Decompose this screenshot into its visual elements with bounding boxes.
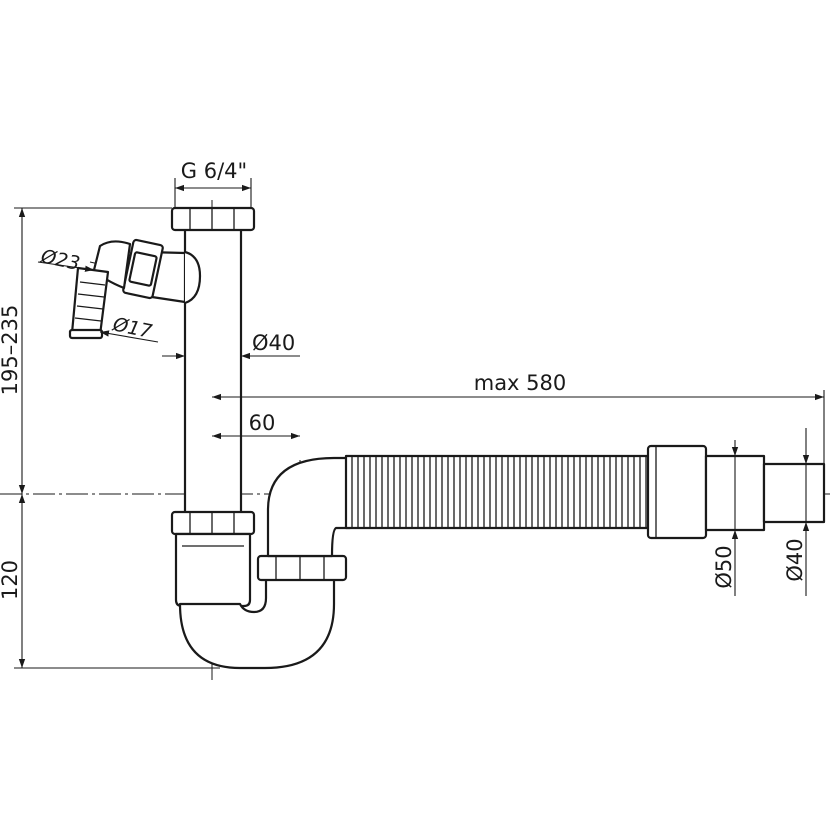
total-height-label: 195–235	[0, 305, 22, 396]
side-inlet	[68, 238, 202, 340]
inlet-inner-label: Ø17	[110, 313, 154, 343]
right-nut	[256, 554, 348, 582]
thread-label: G 6/4"	[181, 159, 247, 183]
dim-inlet-inner: Ø17	[99, 313, 159, 343]
u-bend	[178, 558, 336, 670]
vertical-pipe-label: Ø40	[252, 331, 295, 355]
dim-total-height: 195–235	[0, 207, 172, 494]
elbow	[266, 456, 352, 558]
outlet-outer-label: Ø50	[712, 545, 736, 588]
offset-label: 60	[249, 411, 276, 435]
outlet-adapter	[646, 444, 826, 540]
top-nut	[170, 206, 256, 232]
flexible-hose	[344, 454, 654, 530]
dim-offset: 60	[212, 411, 300, 440]
dim-max-length: max 580	[212, 371, 825, 464]
dim-outlet-inner: Ø40	[783, 428, 810, 596]
dim-thread: G 6/4"	[174, 159, 252, 208]
outlet-inner-label: Ø40	[783, 538, 807, 581]
trap-cup	[174, 532, 252, 608]
dim-bottom-height: 120	[0, 494, 220, 669]
max-length-label: max 580	[474, 371, 567, 395]
dim-vertical-pipe: Ø40	[162, 331, 300, 360]
inlet-outer-label: Ø23	[38, 245, 82, 275]
middle-nut	[170, 510, 256, 536]
dim-outlet-outer: Ø50	[706, 440, 742, 596]
bottom-height-label: 120	[0, 560, 22, 600]
